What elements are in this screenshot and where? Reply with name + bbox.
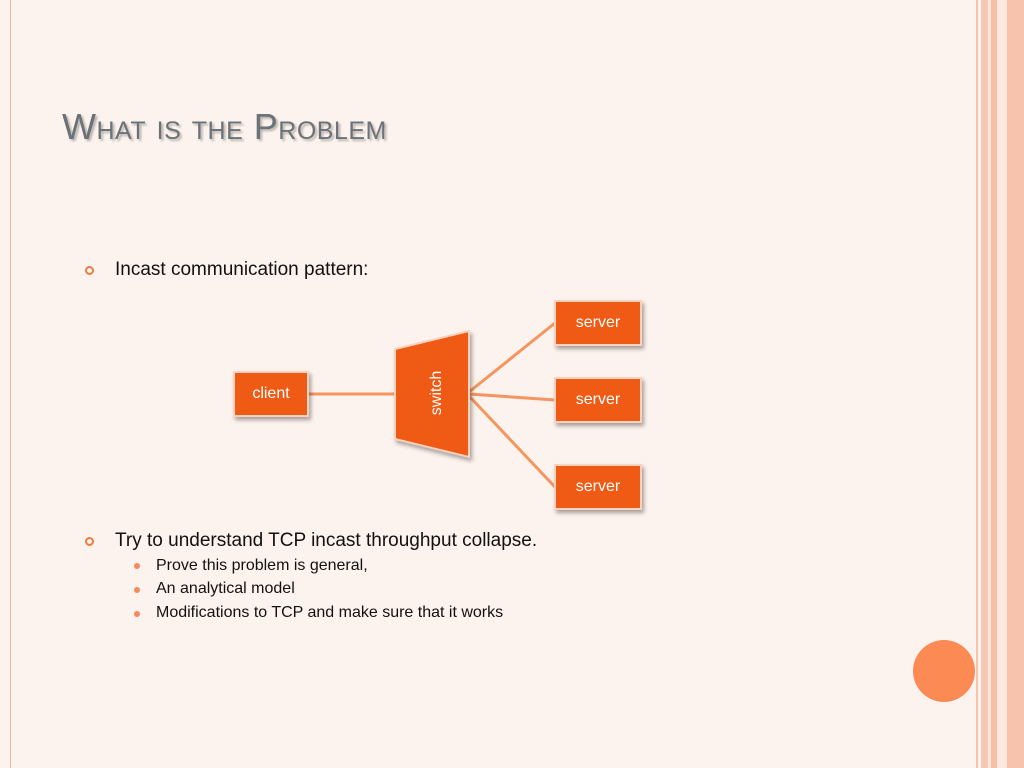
right-decor-stripe — [981, 0, 988, 768]
switch-label-text: switch — [428, 370, 445, 416]
sub-bullet-text: Prove this problem is general, — [156, 557, 368, 574]
right-decor-stripe — [976, 0, 978, 768]
server-node: server — [554, 464, 642, 510]
switch-server-link — [468, 392, 556, 402]
switch-server-link — [468, 321, 556, 394]
client-label: client — [252, 385, 290, 402]
server-node: server — [554, 300, 642, 346]
left-border-line — [10, 0, 11, 768]
sub-bullet-dot-icon — [134, 563, 140, 569]
right-decor-stripe — [991, 0, 997, 768]
sub-bullet-text: Modifications to TCP and make sure that … — [156, 604, 504, 621]
slide-title: What is the Problem — [62, 106, 387, 147]
bullet-ring-icon — [85, 537, 94, 546]
bullet-text: Incast communication pattern: — [115, 259, 369, 280]
right-decor-stripe — [997, 0, 1007, 768]
client-node: client — [233, 371, 309, 417]
server-label: server — [575, 314, 621, 331]
switch-shape — [394, 329, 470, 459]
sub-bullet-text: An analytical model — [156, 580, 295, 597]
sub-bullet-dot-icon — [134, 611, 140, 617]
decorative-circle — [913, 640, 975, 702]
bullet-ring-icon — [85, 266, 94, 275]
server-node: server — [554, 377, 642, 423]
bullet-text: Try to understand TCP incast throughput … — [115, 530, 538, 551]
right-decor-stripe — [1007, 0, 1024, 768]
right-decor-stripe — [988, 0, 991, 768]
server-label: server — [575, 478, 621, 495]
sub-bullet-dot-icon — [134, 587, 140, 593]
switch-server-link — [467, 394, 557, 489]
server-label: server — [575, 391, 621, 408]
